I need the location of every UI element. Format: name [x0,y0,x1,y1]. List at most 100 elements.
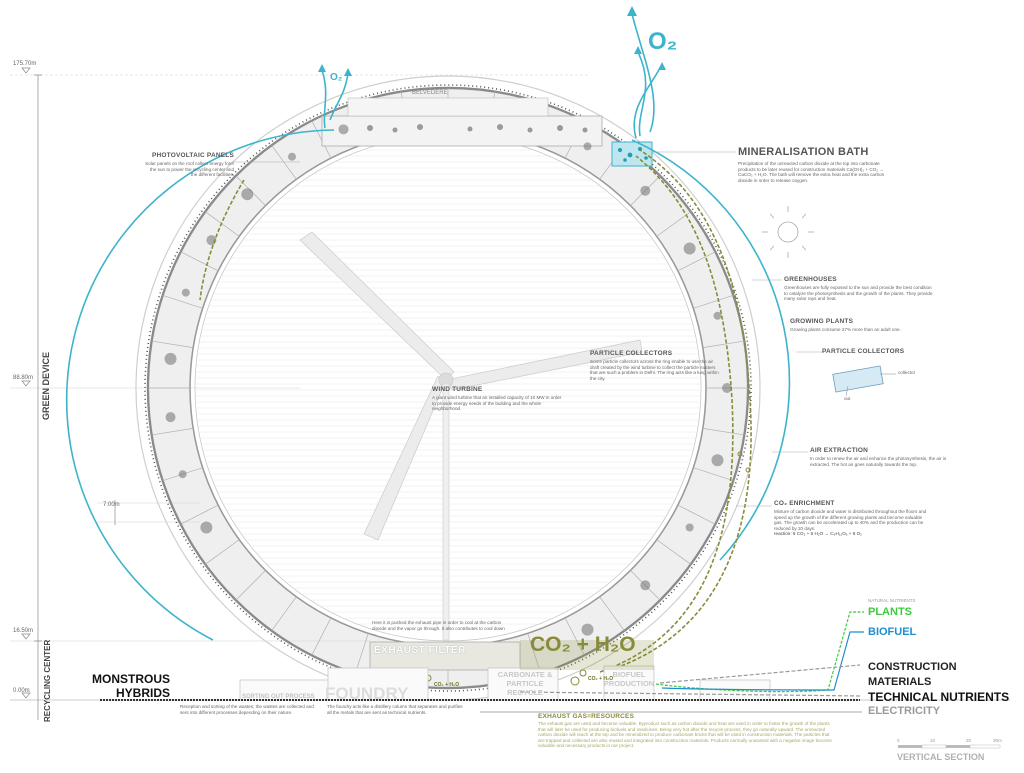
plant [640,580,651,591]
sun-icon [762,206,814,258]
floor-slab [702,340,745,348]
plant [181,288,190,297]
inner-particle-collectors-title: PARTICLE COLLECTORS [590,350,673,357]
scale-tick-30: 30m [993,738,1002,743]
growing-plants-title: GROWING PLANTS [790,318,854,325]
co2-h2o-small-right: CO₂ + H₂O [588,676,614,682]
floor-slab [311,120,332,159]
floor-slab [693,467,734,482]
plant [164,352,177,365]
wind-turbine-title: WIND TURBINE [432,386,483,393]
level-top: 175.70m [13,61,37,67]
module-height: 7.00m [103,502,120,508]
floor-slab [271,596,297,631]
green-device-label: GREEN DEVICE [41,352,51,420]
wind-turbine-text: A giant wind turbine that an installed c… [432,395,562,412]
air-extraction-text: In order to renew the air and enhance th… [810,456,947,467]
growing-plants-text: Growing plants consume 27% more than an … [790,327,901,332]
floor-slab [180,251,219,272]
output-biofuel: BIOFUEL [868,626,917,638]
floor-slab [527,633,542,674]
plant [683,242,696,255]
level-floor: 16.50m [13,628,34,634]
plant [338,124,349,135]
co2-enrichment-reaction: reaction: 6 CO₂ + 6 H₂O → C₆H₁₂O₆ + 6 O₂ [774,531,862,537]
scale-tick-20: 20 [966,738,972,743]
plant [287,152,296,161]
callout-leaders [232,151,822,507]
belvedere-block [321,97,603,147]
photovoltaic-title: PHOTOVOLTAIC PANELS [151,152,234,159]
floor-slab [564,617,585,656]
scale-tick-10: 10 [930,738,936,743]
floor-slab [693,294,734,309]
particle-collector-detail [832,365,896,397]
photovoltaic-text: Solar panels on the roof collect energy … [145,161,234,178]
exhaust-gas-title: EXHAUST GAS=RESOURCES [538,713,635,720]
foundry-text: The foundry acts like a distillery colum… [327,704,463,715]
olive-co2-flow [199,149,752,673]
biofuel-production-label: BIOFUEL PRODUCTION [603,670,655,688]
belvedere-label: BELVEDERE [412,90,448,96]
co2-haze [520,640,654,670]
inner-particle-collectors-text: Some particle collectors across the ring… [590,359,719,381]
carbonate-label: CARBONATE & PARTICLE RECYCLE [497,670,553,697]
particle-collectors-title: PARTICLE COLLECTORS [822,348,905,355]
floor-slab [311,617,332,656]
plant [722,383,732,393]
output-construction-materials: CONSTRUCTION MATERIALS [868,661,957,688]
co2-h2o-big-label: CO₂ + H₂O [530,633,636,656]
floor-slab [205,539,240,565]
monstrous-hybrids-label: MONSTROUS HYBRIDS [92,672,170,700]
plant [200,521,213,534]
plant [685,523,694,532]
exhaust-intro-text: Here it is pushed the exhaust pipe in or… [372,620,505,637]
greenhouses-title: GREENHOUSES [784,276,837,283]
level-markers [21,67,31,699]
sorting-title: SORTING OUT PROCESS [242,694,315,700]
plant [581,623,594,636]
foundry-title: FOUNDRY [325,684,409,703]
floor-slab [677,504,716,525]
floor-slab [677,251,716,272]
teal-air-flow [65,13,791,641]
floor-slab [162,294,203,309]
greenhouses-text: Greenhouses are fully exposed to the sun… [784,285,933,302]
o2-large-label: O₂ [648,28,678,55]
plant [165,412,176,423]
vegetation [164,124,732,636]
vertical-section-title: VERTICAL SECTION [897,752,985,762]
plant [713,311,722,320]
output-lines [100,611,864,713]
exhaust-filter-label: EXHAUST FILTER [374,645,466,656]
o2-small-label: O₂ [330,72,343,83]
output-electricity: ELECTRICITY [868,705,941,717]
recycling-center-label: RECYCLING CENTER [43,640,52,722]
floor-slab [599,596,625,631]
floor-slab [656,211,691,237]
co2-enrichment-text: Mixture of carbon dioxide and water is d… [774,509,927,531]
plant [241,188,254,201]
level-middle: 88.80m [13,375,34,381]
floor-slab [702,428,745,436]
floor-slab [235,570,266,601]
mineralisation-title: MINERALISATION BATH [738,146,869,158]
co2-enrichment-title: CO₂ ENRICHMENT [774,500,835,507]
plant [583,142,592,151]
air-extraction-title: AIR EXTRACTION [810,447,869,454]
out-label: out [844,396,851,401]
ground-buildings [239,641,771,701]
collector-label: collector [898,370,916,375]
dimension-lines [34,74,116,720]
floor-slab [151,340,194,348]
wind-turbine [299,231,643,641]
exhaust-gas-text: The exhaust gas are used and become valu… [538,721,832,749]
scale-tick-0: 0 [897,738,900,743]
plant [711,454,724,467]
floor-slab [180,504,219,525]
air-flow-arrows [318,6,666,76]
floor-slab [354,633,369,674]
sorting-text: Reception and sorting of the wastes; the… [180,704,314,715]
